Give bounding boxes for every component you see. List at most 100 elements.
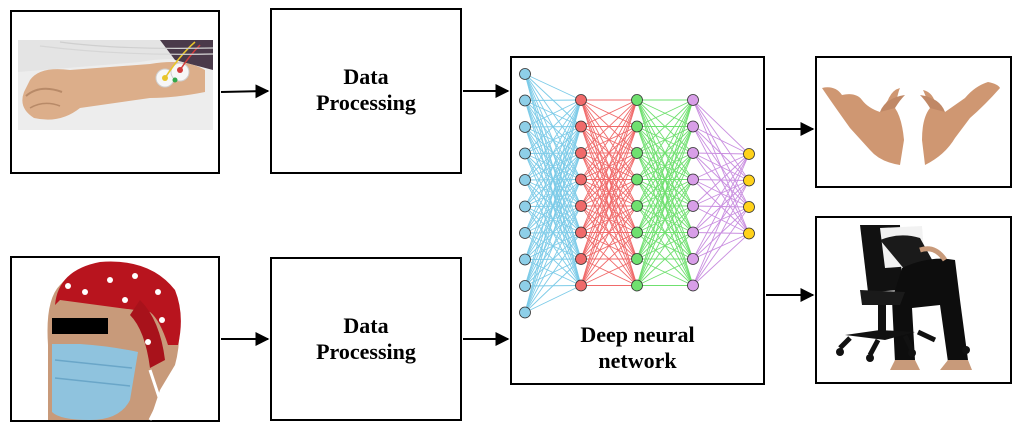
neural-network-connections (524, 73, 750, 313)
nn-edge (692, 153, 750, 260)
nn-node (631, 173, 643, 186)
nn-node (519, 94, 531, 107)
nn-edge (692, 99, 750, 155)
nn-node (575, 226, 587, 239)
nn-node (519, 306, 531, 319)
nn-edge (524, 99, 582, 287)
nn-node (631, 253, 643, 265)
nn-node (575, 94, 587, 106)
nn-edge (580, 99, 638, 180)
nn-node (687, 279, 699, 292)
nn-edge (636, 258, 694, 286)
nn-edge (580, 152, 638, 286)
nn-edge (636, 99, 694, 154)
arrow-forearm-to-processing (220, 84, 270, 99)
data-processing-label-top: Data Processing (270, 64, 462, 116)
nn-node (743, 148, 755, 160)
nn-node (519, 147, 531, 160)
neural-network-nodes (519, 68, 755, 319)
nn-edge (524, 99, 582, 207)
data-processing-box-bottom (270, 257, 462, 421)
nn-node (631, 147, 643, 159)
nn-node (575, 120, 587, 133)
nn-edge (692, 153, 750, 286)
nn-edge (580, 126, 638, 286)
data-processing-bottom-line1: Data (343, 313, 389, 338)
nn-node (687, 120, 699, 133)
nn-edge (692, 153, 750, 233)
nn-edge (580, 99, 638, 154)
nn-edge (580, 99, 638, 207)
nn-node (519, 200, 531, 213)
nn-edge (524, 285, 582, 313)
data-processing-label-bottom: Data Processing (270, 313, 462, 365)
nn-edge (524, 258, 582, 313)
nn-edge (636, 99, 694, 207)
nn-edge (580, 232, 638, 286)
nn-edge (692, 153, 750, 180)
nn-edge (524, 99, 582, 128)
deep-neural-network-label: Deep neural network (510, 322, 765, 374)
nn-node (519, 280, 531, 292)
nn-edge (636, 126, 694, 286)
nn-edge (524, 126, 582, 313)
nn-node (575, 253, 587, 265)
nn-edge (636, 152, 694, 286)
nn-edge (524, 73, 582, 101)
nn-edge (636, 99, 694, 233)
hand-gestures-picture (822, 82, 1000, 165)
nn-edge (636, 99, 694, 260)
head-eeg-picture (47, 261, 181, 421)
nn-node (575, 147, 587, 159)
nn-edge (692, 153, 750, 207)
nn-node (519, 121, 531, 133)
nn-edge (580, 179, 638, 286)
nn-node (575, 200, 587, 212)
nn-edge (580, 99, 638, 286)
nn-edge (524, 99, 582, 234)
nn-node (687, 147, 699, 159)
nn-edge (636, 99, 694, 180)
nn-node (631, 200, 643, 212)
nn-edge (636, 99, 694, 127)
nn-node (631, 279, 643, 292)
nn-edge (524, 99, 582, 260)
nn-node (519, 253, 531, 266)
nn-edge (524, 152, 582, 313)
nn-edge (692, 126, 750, 155)
nn-edge (524, 99, 582, 181)
nn-edge (692, 152, 750, 155)
nn-node (631, 226, 643, 239)
nn-edge (580, 205, 638, 286)
nn-edge (580, 99, 638, 127)
nn-edge (524, 232, 582, 313)
data-processing-bottom-line2: Processing (316, 339, 416, 364)
data-processing-box-top (270, 8, 462, 174)
nn-edge (636, 232, 694, 286)
nn-edge (524, 205, 582, 313)
network-label-line2: network (598, 348, 677, 373)
nn-edge (636, 99, 694, 286)
nn-edge (580, 258, 638, 286)
nn-node (743, 227, 755, 240)
nn-edge (636, 179, 694, 286)
nn-node (743, 174, 755, 187)
nn-edge (580, 99, 638, 260)
nn-node (631, 94, 643, 106)
data-processing-top-line2: Processing (316, 90, 416, 115)
sitting-posture-picture (836, 225, 972, 370)
nn-node (575, 279, 587, 292)
nn-edge (692, 180, 750, 286)
nn-node (519, 68, 531, 80)
nn-edge (524, 99, 582, 313)
data-processing-top-line1: Data (343, 64, 389, 89)
nn-node (575, 173, 587, 186)
nn-node (687, 253, 699, 265)
forearm-emg-picture (18, 40, 214, 130)
nn-node (687, 94, 699, 106)
nn-node (631, 120, 643, 133)
nn-node (519, 227, 531, 239)
nn-edge (580, 99, 638, 233)
nn-edge (524, 99, 582, 101)
